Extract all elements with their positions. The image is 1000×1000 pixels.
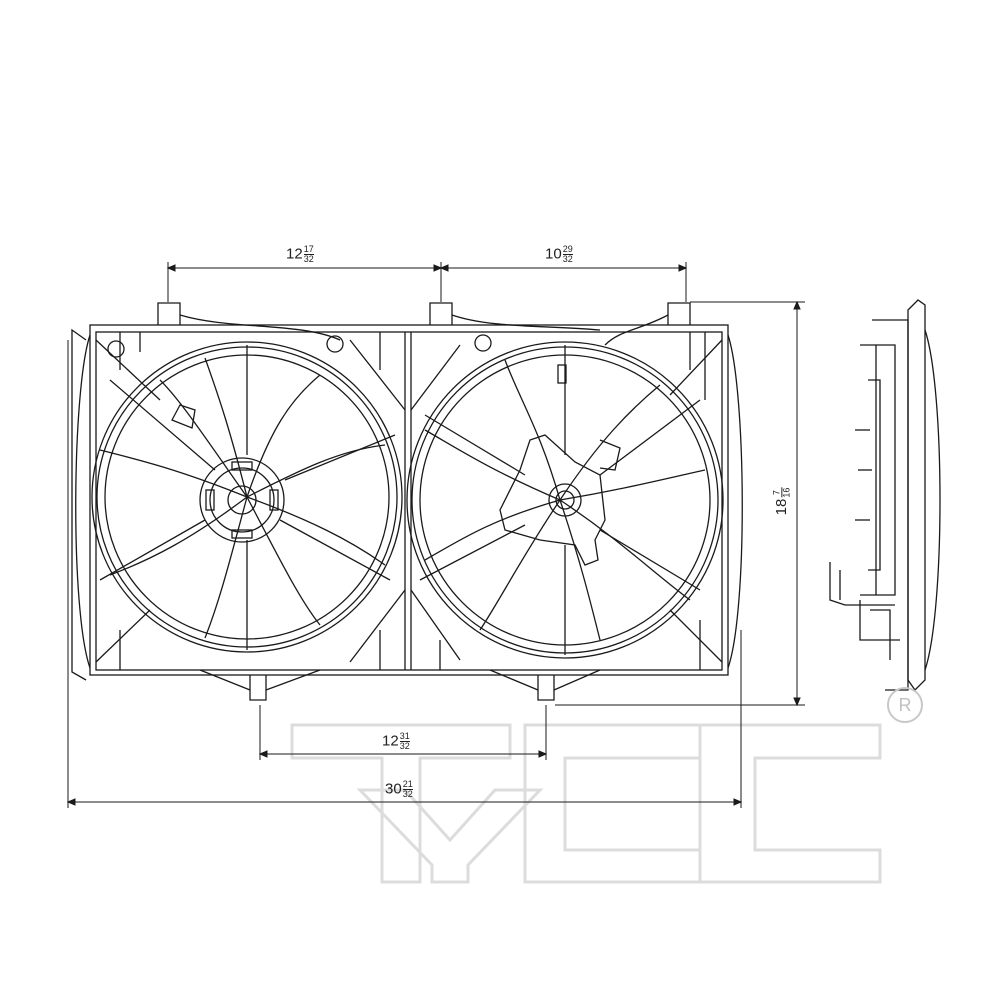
left-fan-motor [199, 457, 285, 543]
top-mounting-tabs [157, 302, 691, 346]
left-motor-bracket [171, 404, 196, 429]
right-fan-blades [424, 359, 706, 641]
tyc-watermark-logo [290, 723, 882, 884]
right-fan [406, 341, 724, 659]
shroud-frame [71, 324, 743, 681]
left-fan-blades [99, 357, 386, 639]
left-fan-struts [99, 345, 396, 650]
bottom-mounting-tabs [199, 669, 601, 701]
left-fan [91, 341, 403, 653]
dimension-lines [66, 262, 805, 808]
right-fan-motor [499, 364, 621, 566]
side-view [829, 299, 941, 692]
registered-mark-icon: R [887, 687, 923, 723]
